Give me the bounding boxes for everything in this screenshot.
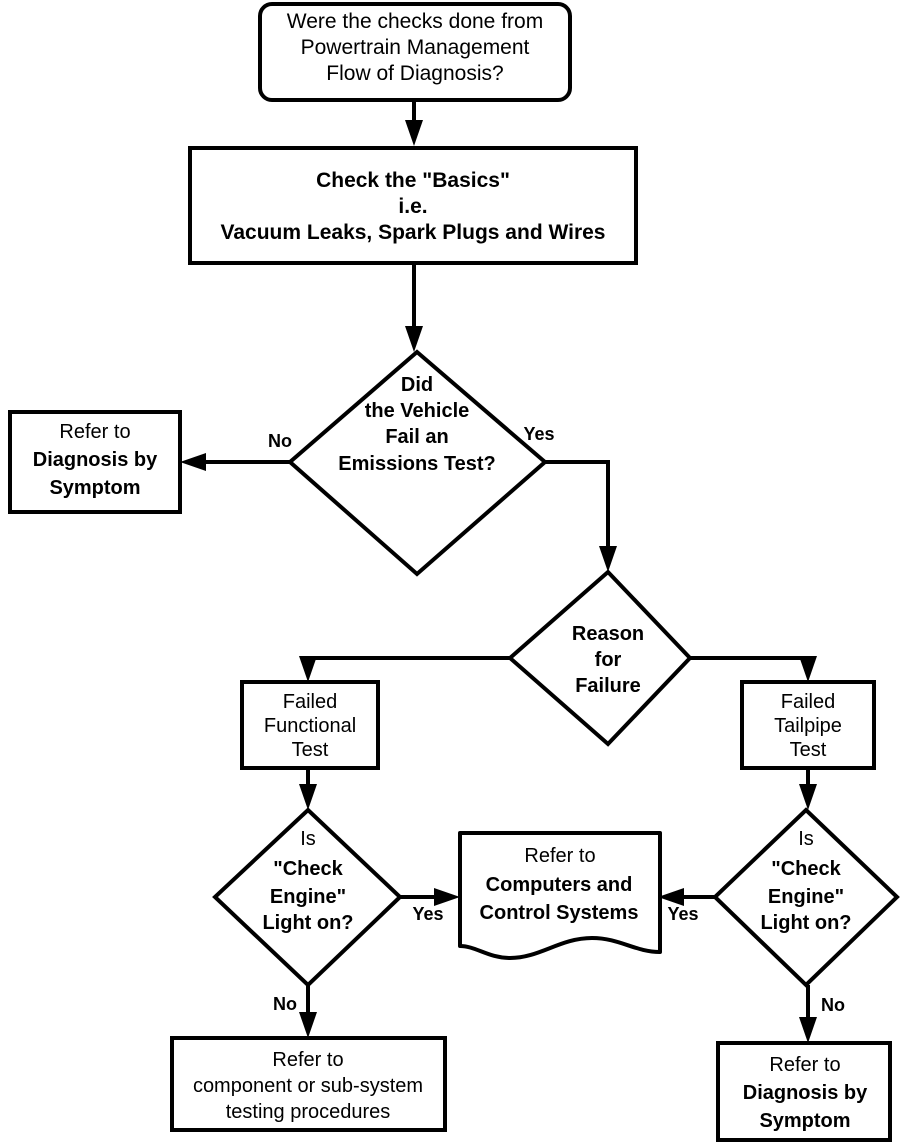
emissions-test-line-2: the Vehicle: [365, 400, 470, 422]
connector-reason-to-functional: [299, 656, 510, 682]
node-check-engine-left-decision[interactable]: Is "Check Engine" Light on?: [212, 807, 403, 988]
check-engine-left-line-3: Engine": [270, 886, 346, 908]
refer-symptom-right-line-2: Diagnosis by: [743, 1082, 868, 1104]
check-engine-left-line-1: Is: [300, 828, 316, 850]
start-question-line-3: Flow of Diagnosis?: [326, 62, 503, 85]
failed-functional-shape[interactable]: [240, 680, 380, 770]
failed-tailpipe-shape[interactable]: [740, 680, 876, 770]
refer-component-line-1: Refer to: [272, 1049, 343, 1071]
check-engine-right-shape[interactable]: [712, 807, 900, 988]
connector-functional-to-checkengine-left: [299, 768, 317, 810]
refer-symptom-left-line-1: Refer to: [59, 421, 130, 443]
start-question-shape[interactable]: [258, 2, 572, 102]
refer-computers-line-3: Control Systems: [480, 902, 639, 924]
start-question-line-1: Were the checks done from: [287, 10, 543, 33]
connector-checkengine-right-no: [799, 985, 817, 1043]
node-failed-tailpipe-test[interactable]: Failed Tailpipe Test: [740, 680, 876, 770]
emissions-test-shape[interactable]: [286, 349, 549, 577]
node-refer-component[interactable]: Refer to component or sub-system testing…: [170, 1036, 447, 1132]
connector-emissions-yes-to-reason: [545, 460, 617, 572]
node-failed-functional-test[interactable]: Failed Functional Test: [240, 680, 380, 770]
connector-start-to-basics: [405, 100, 423, 146]
refer-computers-line-2: Computers and: [486, 874, 633, 896]
emissions-test-line-4: Emissions Test?: [338, 453, 495, 475]
reason-line-3: Failure: [575, 675, 641, 697]
refer-component-line-2: component or sub-system: [193, 1075, 423, 1097]
check-engine-right-line-3: Engine": [768, 886, 844, 908]
refer-computers-line-1: Refer to: [524, 845, 595, 867]
refer-symptom-left-shape[interactable]: [8, 410, 182, 514]
connector-reason-to-tailpipe: [690, 656, 817, 682]
check-engine-right-line-4: Light on?: [760, 912, 851, 934]
edge-label-check-engine-right-no: No: [821, 995, 845, 1015]
connector-checkengine-left-no: [299, 985, 317, 1038]
check-engine-left-line-4: Light on?: [262, 912, 353, 934]
node-check-engine-right-decision[interactable]: Is "Check Engine" Light on?: [712, 807, 900, 988]
node-refer-computers[interactable]: Refer to Computers and Control Systems: [458, 831, 662, 960]
check-basics-line-2: i.e.: [398, 195, 427, 218]
node-start-question[interactable]: Were the checks done from Powertrain Man…: [258, 2, 572, 102]
check-engine-right-line-2: "Check: [771, 858, 841, 880]
node-check-basics[interactable]: Check the "Basics" i.e. Vacuum Leaks, Sp…: [188, 146, 638, 265]
connector-checkengine-left-yes: [400, 888, 460, 906]
edge-label-check-engine-left-yes: Yes: [412, 904, 443, 924]
reason-line-1: Reason: [572, 623, 644, 645]
connector-emissions-no-to-symptom: [180, 453, 290, 471]
failed-functional-line-3: Test: [292, 739, 329, 761]
refer-symptom-left-line-3: Symptom: [49, 477, 140, 499]
failed-tailpipe-line-1: Failed: [781, 691, 835, 713]
refer-computers-shape[interactable]: [458, 831, 662, 960]
edge-label-check-engine-left-no: No: [273, 994, 297, 1014]
node-refer-symptom-left[interactable]: Refer to Diagnosis by Symptom: [8, 410, 182, 514]
failed-functional-line-2: Functional: [264, 715, 356, 737]
connector-basics-to-emissions: [405, 263, 423, 352]
refer-symptom-left-line-2: Diagnosis by: [33, 449, 158, 471]
reason-for-failure-shape[interactable]: [506, 569, 693, 747]
check-basics-line-1: Check the "Basics": [316, 169, 510, 192]
edge-label-check-engine-right-yes: Yes: [667, 904, 698, 924]
failed-tailpipe-line-3: Test: [790, 739, 827, 761]
node-reason-for-failure-decision[interactable]: Reason for Failure: [506, 569, 693, 747]
check-engine-left-shape[interactable]: [212, 807, 403, 988]
edge-label-emissions-yes: Yes: [523, 424, 554, 444]
connector-tailpipe-to-checkengine-right: [799, 768, 817, 810]
check-basics-line-3: Vacuum Leaks, Spark Plugs and Wires: [221, 221, 606, 244]
node-refer-symptom-right[interactable]: Refer to Diagnosis by Symptom: [716, 1041, 892, 1142]
emissions-test-line-3: Fail an: [385, 426, 448, 448]
start-question-line-2: Powertrain Management: [301, 36, 530, 59]
failed-functional-line-1: Failed: [283, 691, 337, 713]
check-engine-right-line-1: Is: [798, 828, 814, 850]
refer-symptom-right-line-3: Symptom: [759, 1110, 850, 1132]
reason-line-2: for: [595, 649, 622, 671]
refer-symptom-right-line-1: Refer to: [769, 1054, 840, 1076]
failed-tailpipe-line-2: Tailpipe: [774, 715, 842, 737]
refer-component-shape[interactable]: [170, 1036, 447, 1132]
node-emissions-test-decision[interactable]: Did the Vehicle Fail an Emissions Test?: [286, 349, 549, 577]
refer-symptom-right-shape[interactable]: [716, 1041, 892, 1142]
check-engine-left-line-2: "Check: [273, 858, 343, 880]
emissions-test-line-1: Did: [401, 374, 433, 396]
connector-checkengine-right-yes: [658, 888, 715, 906]
check-basics-shape[interactable]: [188, 146, 638, 265]
refer-component-line-3: testing procedures: [226, 1101, 391, 1123]
edge-label-emissions-no: No: [268, 431, 292, 451]
